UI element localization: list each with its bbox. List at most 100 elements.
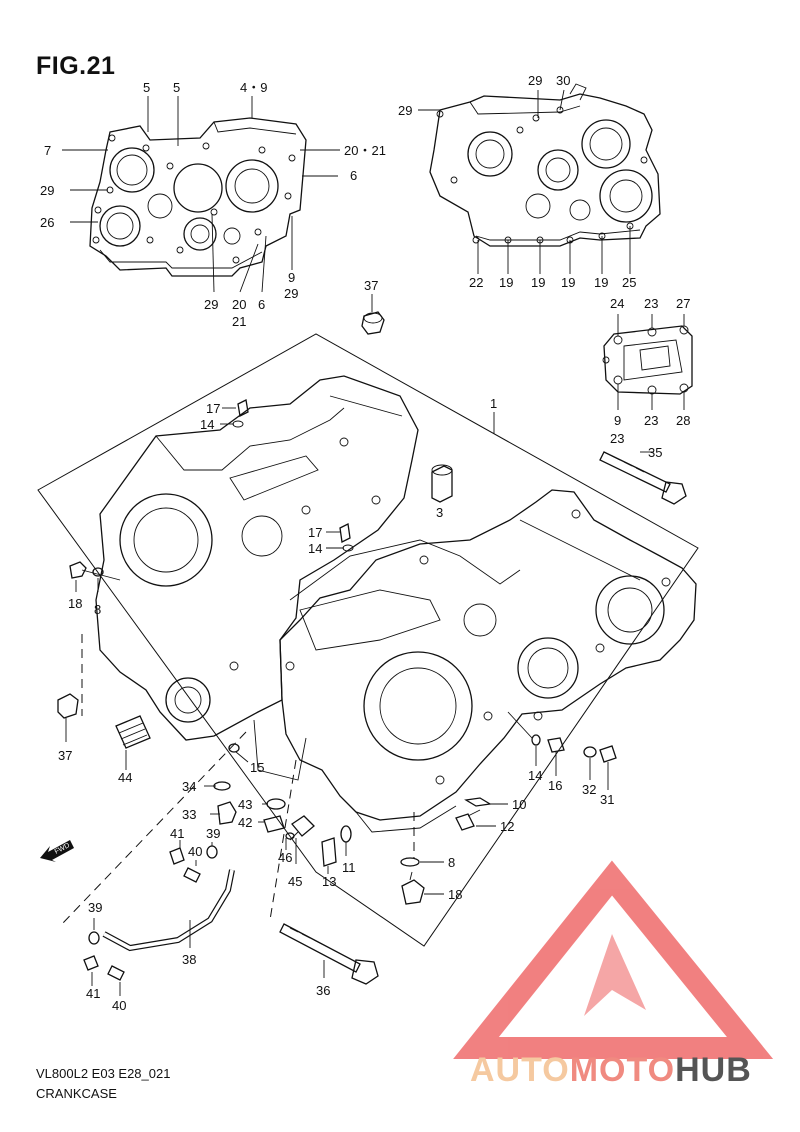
- callout-18: 18: [448, 887, 462, 902]
- right-view-leaders: [418, 89, 631, 274]
- callout-45: 45: [288, 874, 302, 889]
- plug-part-37-top: [361, 311, 385, 335]
- figure-caption: CRANKCASE: [36, 1086, 117, 1101]
- o-ring-part-11: [340, 825, 352, 843]
- callout-24: 24: [610, 296, 624, 311]
- bolt-part-12: [455, 809, 481, 831]
- callout-labels: 5 5 4・9 7 20・21 29 6 26 9 29 29 20 6 21 …: [40, 73, 690, 1013]
- callout-29: 29: [398, 103, 412, 118]
- callout-29: 29: [204, 297, 218, 312]
- callout-31: 31: [600, 792, 614, 807]
- callout-39: 39: [88, 900, 102, 915]
- callout-6: 6: [350, 168, 357, 183]
- cover-plate-view: [602, 314, 693, 410]
- callout-8: 8: [94, 602, 101, 617]
- oil-jet-part-17-upper: [232, 399, 249, 428]
- plug-part-33: [217, 801, 237, 825]
- callout-21: 21: [232, 314, 246, 329]
- o-ring-part-14-right: [531, 734, 541, 746]
- svg-text:AUTOMOTOHUB: AUTOMOTOHUB: [470, 1051, 752, 1089]
- logo-part-auto: AUTO: [470, 1051, 570, 1089]
- callout-20: 20: [232, 297, 246, 312]
- callout-37: 37: [58, 748, 72, 763]
- callout-41: 41: [170, 826, 184, 841]
- main-crankcase-body: [95, 375, 697, 833]
- callout-29: 29: [528, 73, 542, 88]
- clamp-part-39-upper: [206, 845, 218, 859]
- callout-27: 27: [676, 296, 690, 311]
- bolt-part-40-lower: [107, 965, 125, 981]
- callout-34: 34: [182, 779, 196, 794]
- callout-29: 29: [40, 183, 54, 198]
- washer-part-8-lower: [400, 857, 420, 867]
- callout-25: 25: [622, 275, 636, 290]
- callout-40: 40: [188, 844, 202, 859]
- bolt-part-35: [599, 451, 687, 505]
- callout-3: 3: [436, 505, 443, 520]
- callout-5: 5: [143, 80, 150, 95]
- bolt-part-18-lower: [401, 871, 425, 905]
- callout-23: 23: [610, 431, 624, 446]
- left-view-leaders: [62, 96, 340, 293]
- gasket-part-34: [213, 781, 231, 791]
- callout-28: 28: [676, 413, 690, 428]
- main-leaders: [65, 294, 654, 996]
- figure-title: FIG.21: [36, 52, 116, 80]
- callout-19: 19: [594, 275, 608, 290]
- dashed-assembly-lines: [61, 634, 415, 925]
- callout-18: 18: [68, 596, 82, 611]
- callout-32: 32: [582, 782, 596, 797]
- plug-part-13: [321, 837, 337, 867]
- callout-9: 9: [288, 270, 295, 285]
- clamp-part-39-lower: [88, 931, 100, 945]
- callout-11: 11: [342, 860, 356, 875]
- jet-part-16: [547, 737, 565, 753]
- callout-8: 8: [448, 855, 455, 870]
- callout-19: 19: [499, 275, 513, 290]
- callout-37: 37: [364, 278, 378, 293]
- plug-part-37-lower: [57, 693, 79, 719]
- callout-5: 5: [173, 80, 180, 95]
- watermark-logo-mark: [453, 860, 774, 1059]
- fwd-arrow-icon: FWD: [40, 840, 74, 862]
- right-crankcase-half-view: [429, 83, 661, 247]
- callout-14: 14: [308, 541, 322, 556]
- callout-15: 15: [250, 760, 264, 775]
- callout-35: 35: [648, 445, 662, 460]
- watermark-logo-text: AUTOMOTOHUB: [470, 1051, 752, 1089]
- logo-part-moto: MOTO: [570, 1051, 675, 1089]
- callout-16: 16: [548, 778, 562, 793]
- oil-line-right: [507, 711, 533, 739]
- callout-20-21: 20・21: [344, 143, 386, 158]
- callout-46: 46: [278, 850, 292, 865]
- callout-4-9: 4・9: [240, 80, 267, 95]
- clip-part-41-lower: [83, 955, 99, 971]
- o-ring-part-43: [266, 798, 286, 810]
- callout-40: 40: [112, 998, 126, 1013]
- callout-1: 1: [490, 396, 497, 411]
- cap-part-42: [263, 815, 285, 833]
- callout-23: 23: [644, 296, 658, 311]
- logo-inner-m: [584, 934, 646, 1016]
- callout-22: 22: [469, 275, 483, 290]
- callout-19: 19: [531, 275, 545, 290]
- callout-13: 13: [322, 874, 336, 889]
- callout-14: 14: [200, 417, 214, 432]
- bolt-part-31: [599, 745, 617, 763]
- callout-44: 44: [118, 770, 132, 785]
- washer-part-10: [464, 797, 492, 807]
- callout-7: 7: [44, 143, 51, 158]
- callout-26: 26: [40, 215, 54, 230]
- callout-39: 39: [206, 826, 220, 841]
- callout-17: 17: [308, 525, 322, 540]
- bolt-part-40-upper: [183, 867, 201, 883]
- logo-part-hub: HUB: [675, 1051, 752, 1089]
- callout-19: 19: [561, 275, 575, 290]
- callout-30: 30: [556, 73, 570, 88]
- dowel-pin-part-3: [431, 464, 453, 503]
- left-crankcase-half-view: [89, 117, 307, 277]
- assembly-boundary: [37, 333, 699, 947]
- callout-38: 38: [182, 952, 196, 967]
- washer-part-46: [285, 832, 295, 840]
